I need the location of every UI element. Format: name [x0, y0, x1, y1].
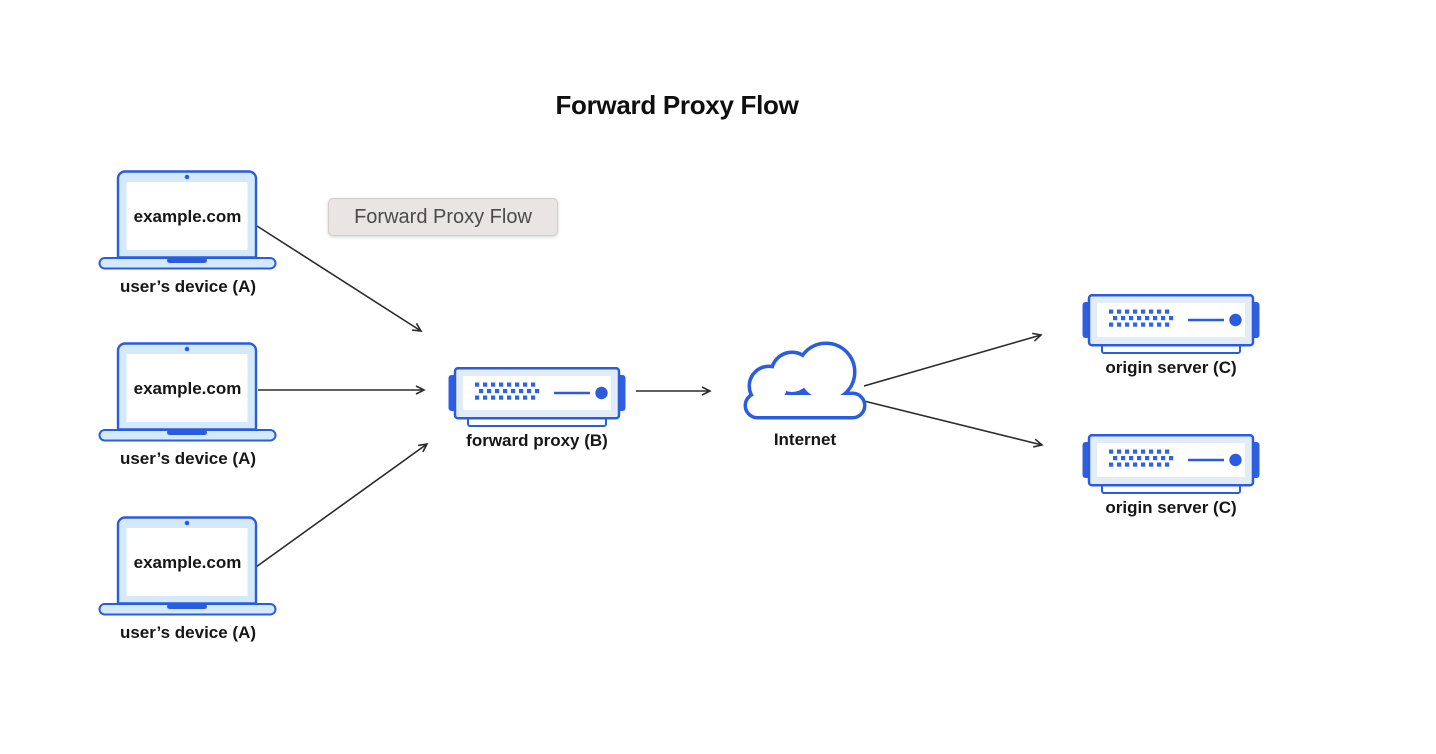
server-icon [1082, 434, 1260, 496]
device-screen-text: example.com [133, 207, 242, 226]
cloud-icon [742, 340, 868, 422]
origin-server-node-1: origin server (C) [1082, 294, 1260, 377]
device-screen-text: example.com [133, 553, 242, 572]
origin-server-label: origin server (C) [1105, 358, 1237, 377]
server-icon [448, 367, 626, 429]
server-icon [1082, 294, 1260, 356]
origin-server-node-2: origin server (C) [1082, 434, 1260, 517]
internet-node: Internet [742, 340, 868, 449]
arrow-internet-to-origin2 [863, 400, 1044, 448]
internet-label: Internet [773, 430, 837, 449]
arrow-internet-to-origin1 [863, 332, 1043, 387]
device-screen-text: example.com [133, 379, 242, 398]
arrow-device1-to-proxy [256, 225, 423, 332]
device-node-2: example.com user’s device (A) [98, 342, 278, 468]
forward-proxy-label: forward proxy (B) [466, 431, 608, 450]
device-label: user’s device (A) [119, 449, 257, 468]
forward-proxy-node: forward proxy (B) [448, 367, 626, 450]
tooltip: Forward Proxy Flow [328, 198, 558, 236]
origin-server-label: origin server (C) [1105, 498, 1237, 517]
device-label: user’s device (A) [119, 623, 257, 642]
arrow-device3-to-proxy [255, 442, 429, 568]
device-label: user’s device (A) [119, 277, 257, 296]
device-node-3: example.com user’s device (A) [98, 516, 278, 642]
device-node-1: example.com user’s device (A) [98, 170, 278, 296]
diagram-title: Forward Proxy Flow [555, 90, 799, 120]
